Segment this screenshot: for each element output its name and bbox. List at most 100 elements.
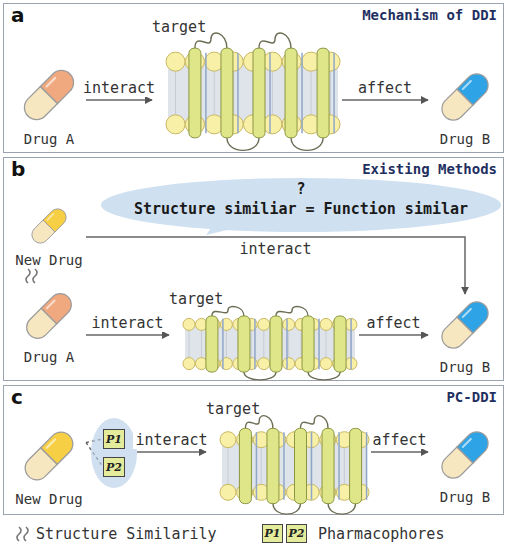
helix [295,428,307,503]
helix-line [205,53,207,134]
lipid-head [166,115,185,134]
capsule-cap [457,297,493,333]
lipid-tail [326,330,327,357]
lipid-tail [175,71,176,115]
edge-label: affect [364,315,422,332]
lipid-head [283,318,295,330]
helix [221,48,233,138]
lipid-head [220,432,236,448]
capsule-cap [40,65,78,103]
panel-title: Existing Methods [362,161,497,177]
drug-label: New Drug [12,251,86,269]
drug-node: Drug A [12,62,86,148]
drug-node: Drug A [12,286,86,366]
drug-node: Drug B [428,66,502,148]
protein-loop [244,372,276,380]
panel-letter: b [11,157,25,181]
panel-box: aMechanism of DDIDrug AtargetDrug B [3,3,504,153]
target-label: target [152,19,206,36]
protein-loop [308,372,340,380]
lipid-head [183,358,195,370]
legend-text: Pharmacophores [318,524,444,544]
drug-node: Drug B [428,424,502,506]
helix-line [254,319,256,369]
pharmacophore-box: P1 [103,429,125,449]
edge-label: interact [237,241,313,258]
protein-loop [227,138,259,151]
lipid-tail [201,330,202,357]
capsule-shine [47,439,55,447]
bubble-text-line: Structure similiar = Function similar [134,198,468,220]
helix [238,316,250,372]
helix [302,316,314,372]
helix-line [333,53,335,134]
arrow-connector [371,451,428,453]
lipid-head [320,358,332,370]
capsule-cap [457,427,493,463]
lipid-tail [227,448,228,485]
edge-label: affect [356,80,414,97]
drug-label: Drug A [12,130,86,148]
arrow-connector [359,334,428,336]
lipid-tail [288,330,289,357]
target-node: target [152,19,342,149]
target-node: target [206,401,371,513]
membrane-target [181,309,359,379]
pharmacophore-box: P2 [103,457,125,477]
arrow-connector [86,334,169,336]
lipid-head [166,52,185,71]
helix-line [350,319,352,369]
arrow-connector [342,99,428,101]
helix [253,48,265,138]
helix-line [286,319,288,369]
squiggle-sample [17,527,28,541]
lipid-head [183,318,195,330]
helix [285,48,297,138]
helix-line [311,432,313,500]
capsule-body [20,427,77,484]
capsule-body [28,205,69,246]
target-node: target [169,291,359,379]
helix [267,428,279,503]
edge-label: interact [89,315,165,332]
drug-capsule [434,66,496,128]
membrane-target [164,37,342,149]
protein-loop [259,33,291,48]
helix [322,428,334,503]
helix-line [338,432,340,500]
lipid-head [220,484,236,500]
legend-pharmacophore-box: P1 [262,524,283,543]
pharmacophore-label: P1 [265,527,281,540]
lipid-head [258,318,270,330]
membrane-target [218,419,371,513]
protein-loop [328,504,356,515]
edge-label: affect [370,432,428,449]
drug-label: Drug B [428,130,502,148]
lipid-head [263,115,282,134]
capsule-cap [41,427,78,464]
helix [239,428,251,503]
protein-loop [291,138,323,151]
legend-text: Structure Similarily [36,524,217,544]
helix [270,316,282,372]
helix-line [256,432,258,500]
lipid-tail [189,330,190,357]
panel-box: b Existing Methods?Structure similiar = F… [3,157,504,381]
drug-capsule [26,203,72,249]
edge-label: interact [81,80,157,97]
arrow-connector [137,451,206,453]
protein-loop [276,307,308,316]
capsule-body [437,69,493,125]
arrow-connector [86,99,152,101]
capsule-shine [47,78,56,87]
helix [189,48,201,138]
helix-line [301,53,303,134]
lipid-tail [272,71,273,115]
question-bubble: ?Structure similiar = Function similar [101,178,501,232]
helix-line [283,432,285,500]
legend: Structure SimilarilyP1P2Pharmacophores [0,522,507,546]
target-label: target [206,401,260,418]
drug-capsule [19,286,79,346]
protein-loop [301,416,329,429]
